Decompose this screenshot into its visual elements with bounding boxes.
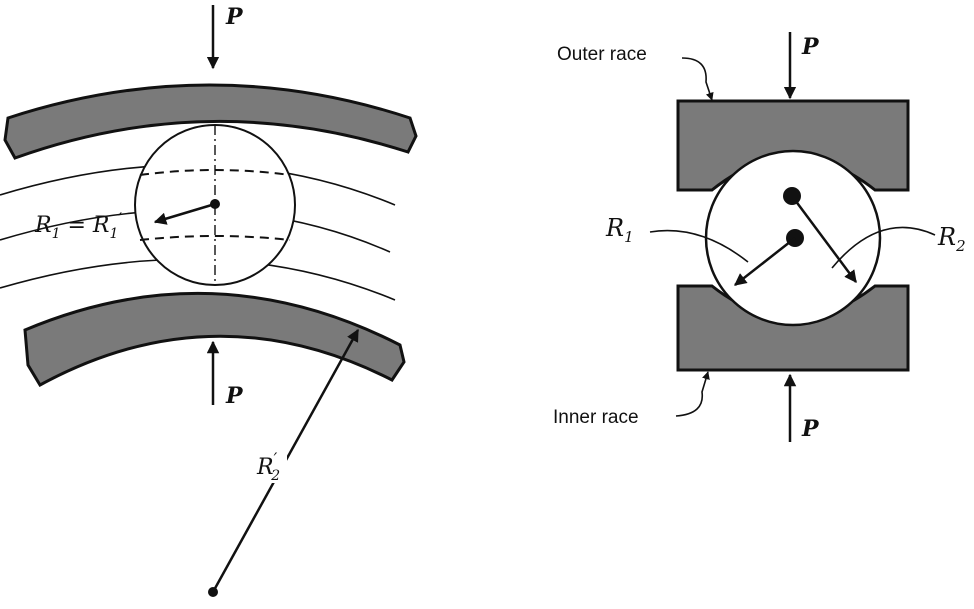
right-figure: R1 R2 P P Outer race Inner race (553, 32, 966, 442)
r2-label: R2 (937, 223, 966, 255)
r1-leader (649, 229, 749, 263)
load-label-top-left: P (225, 4, 244, 30)
outer-race-label: Outer race (557, 44, 647, 65)
left-figure: P P R1 = R1′ R′2 (0, 4, 418, 597)
r1-radius-arrow-right (734, 237, 796, 286)
r1-equals-label: R1 = R1′ (34, 209, 122, 242)
outer-race-leader (681, 57, 714, 101)
r2-radius-arrow-right (790, 195, 858, 284)
inner-race-label: Inner race (553, 407, 639, 428)
load-label-bottom-right: P (801, 416, 820, 442)
inner-race-curved (23, 291, 406, 388)
r1-radius-arrow (153, 202, 216, 225)
outer-race-curved (3, 83, 418, 160)
r2-prime-label: R′2 (256, 449, 280, 484)
inner-race-leader (675, 371, 710, 417)
r2-prime-center-dot (208, 587, 218, 597)
r1-label: R1 (605, 214, 634, 246)
ball-dashed-lower (139, 235, 291, 241)
load-label-bottom-left: P (225, 383, 244, 409)
load-label-top-right: P (801, 34, 820, 60)
r2-leader (831, 226, 936, 269)
